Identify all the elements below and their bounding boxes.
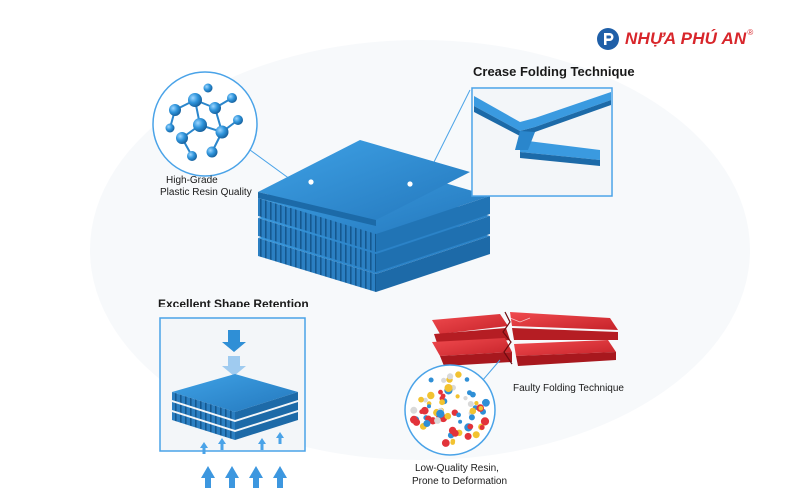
resin-high-line1: High-Grade xyxy=(166,175,218,186)
particles-icon xyxy=(404,359,501,456)
particle xyxy=(441,377,447,383)
particle xyxy=(434,417,441,424)
particle xyxy=(464,377,470,382)
particle xyxy=(427,404,431,409)
particle xyxy=(458,419,463,424)
particle xyxy=(438,389,443,395)
particle-cluster xyxy=(410,371,490,447)
particle xyxy=(441,439,450,447)
shape-retention-box xyxy=(159,317,306,454)
particle xyxy=(418,396,424,403)
particle xyxy=(428,377,434,383)
pressure-arrows xyxy=(201,466,287,488)
particle xyxy=(440,393,446,399)
particle xyxy=(410,406,418,414)
particle xyxy=(468,414,475,421)
particle xyxy=(444,412,452,420)
particle xyxy=(423,397,428,403)
particle xyxy=(444,384,453,392)
molecule-icon xyxy=(152,71,258,177)
particle xyxy=(450,440,456,445)
faulty-panel xyxy=(432,311,618,366)
particle xyxy=(436,409,445,418)
shape-retention-title: Excellent Shape Retention xyxy=(158,298,309,307)
brand-logo: NHỰA PHÚ AN ® xyxy=(596,26,753,52)
particle xyxy=(423,420,431,427)
resin-low-line2: Prone to Deformation xyxy=(412,476,508,487)
particle xyxy=(478,405,484,411)
particle xyxy=(427,391,435,400)
particle xyxy=(472,431,480,439)
brand-registered-mark: ® xyxy=(747,27,754,37)
particle xyxy=(447,373,454,380)
particle xyxy=(448,426,457,435)
brand-name: NHỰA PHÚ AN xyxy=(625,29,747,48)
particle xyxy=(463,396,468,401)
particle xyxy=(467,423,474,430)
circle-p-logo-icon xyxy=(597,28,619,50)
crease-title: Crease Folding Technique xyxy=(473,64,635,79)
particle xyxy=(412,418,421,426)
resin-low-line1: Low-Quality Resin, xyxy=(415,463,499,474)
particle xyxy=(474,401,479,406)
particle xyxy=(480,417,490,426)
particle xyxy=(464,432,472,440)
particle xyxy=(467,401,474,407)
particle xyxy=(479,425,485,430)
faulty-label: Faulty Folding Technique xyxy=(513,383,624,394)
particle xyxy=(482,398,490,407)
crease-detail-box xyxy=(471,87,613,197)
resin-high-line2: Plastic Resin Quality xyxy=(160,187,252,198)
particle xyxy=(439,399,445,406)
particle xyxy=(469,407,477,415)
particle xyxy=(470,391,476,398)
main-panel-stack xyxy=(249,89,490,292)
particle xyxy=(421,406,429,415)
particle xyxy=(455,394,460,399)
particle xyxy=(455,371,462,378)
particle xyxy=(456,412,461,418)
